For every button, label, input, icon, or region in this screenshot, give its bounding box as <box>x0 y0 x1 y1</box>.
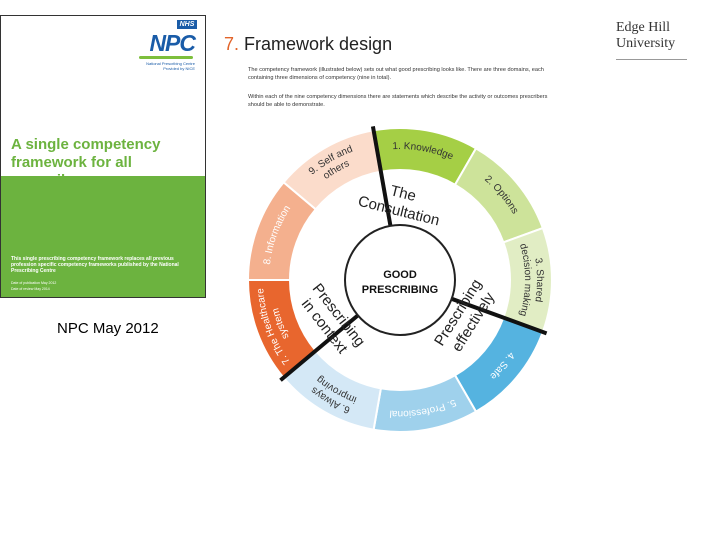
edge-hill-logo-line2: University <box>616 36 676 51</box>
cover-publication-date: Date of publication May 2012 <box>11 281 57 285</box>
npc-logo-subtitle: National Prescribing Centre Provided by … <box>146 61 195 71</box>
domain-dividers <box>279 126 548 382</box>
section-heading: 7. Framework design <box>224 34 392 55</box>
intro-paragraph-1: The competency framework (illustrated be… <box>248 67 544 81</box>
center-label-line1: GOOD <box>383 269 417 281</box>
domain-divider-2 <box>279 313 360 382</box>
domain-divider-1 <box>450 296 548 336</box>
intro-paragraph-2: Within each of the nine competency dimen… <box>248 94 548 108</box>
cover-description: This single prescribing competency frame… <box>11 256 179 274</box>
cover-caption: NPC May 2012 <box>57 320 159 337</box>
edge-hill-logo: Edge Hill University <box>616 20 687 52</box>
npc-report-cover: NHS NPC National Prescribing Centre Prov… <box>0 15 206 298</box>
wheel-segment-label-3-line1: 3. Shared <box>532 257 545 302</box>
nhs-badge: NHS <box>177 20 197 29</box>
domain-label-1-line1: The <box>388 182 417 205</box>
center-label-line2: PRESCRIBING <box>362 284 438 296</box>
npc-provided-by: Provided by NICE <box>163 66 195 71</box>
npc-full-name: National Prescribing Centre <box>146 61 195 66</box>
section-title: Framework design <box>244 34 393 54</box>
edge-hill-logo-underline <box>616 59 687 60</box>
center-circle <box>344 224 456 336</box>
section-number: 7. <box>224 34 240 54</box>
wheel-segments <box>246 127 553 433</box>
npc-logo: NPC <box>149 30 196 56</box>
npc-logo-swoosh <box>139 56 193 59</box>
edge-hill-logo-line1: Edge Hill <box>616 20 671 35</box>
domain-divider-3 <box>370 126 393 227</box>
wheel-segment-label-3-line2: decision making <box>517 242 533 317</box>
cover-review-date: Date of review May 2014 <box>11 287 50 291</box>
cover-green-panel: This single prescribing competency frame… <box>1 176 205 297</box>
